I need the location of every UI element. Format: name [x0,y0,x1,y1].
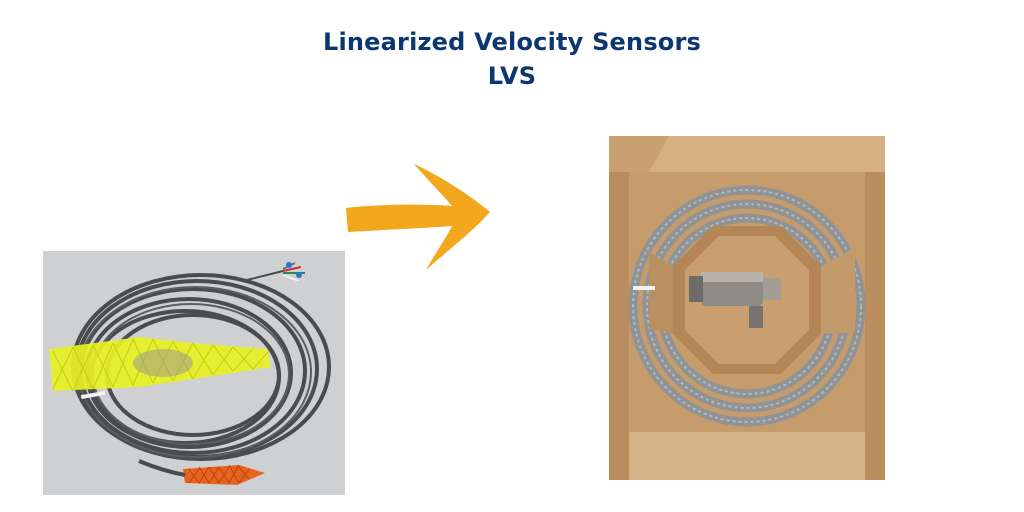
coiled-cable-icon [43,251,345,495]
packaged-sensor-photo [609,136,885,480]
right-arrow-icon [340,152,496,274]
cable-coil-photo [43,251,345,495]
packaged-sensor-in-box-icon [609,136,885,480]
page-subtitle: LVS [487,62,537,90]
page-title: Linearized Velocity Sensors [322,28,702,56]
